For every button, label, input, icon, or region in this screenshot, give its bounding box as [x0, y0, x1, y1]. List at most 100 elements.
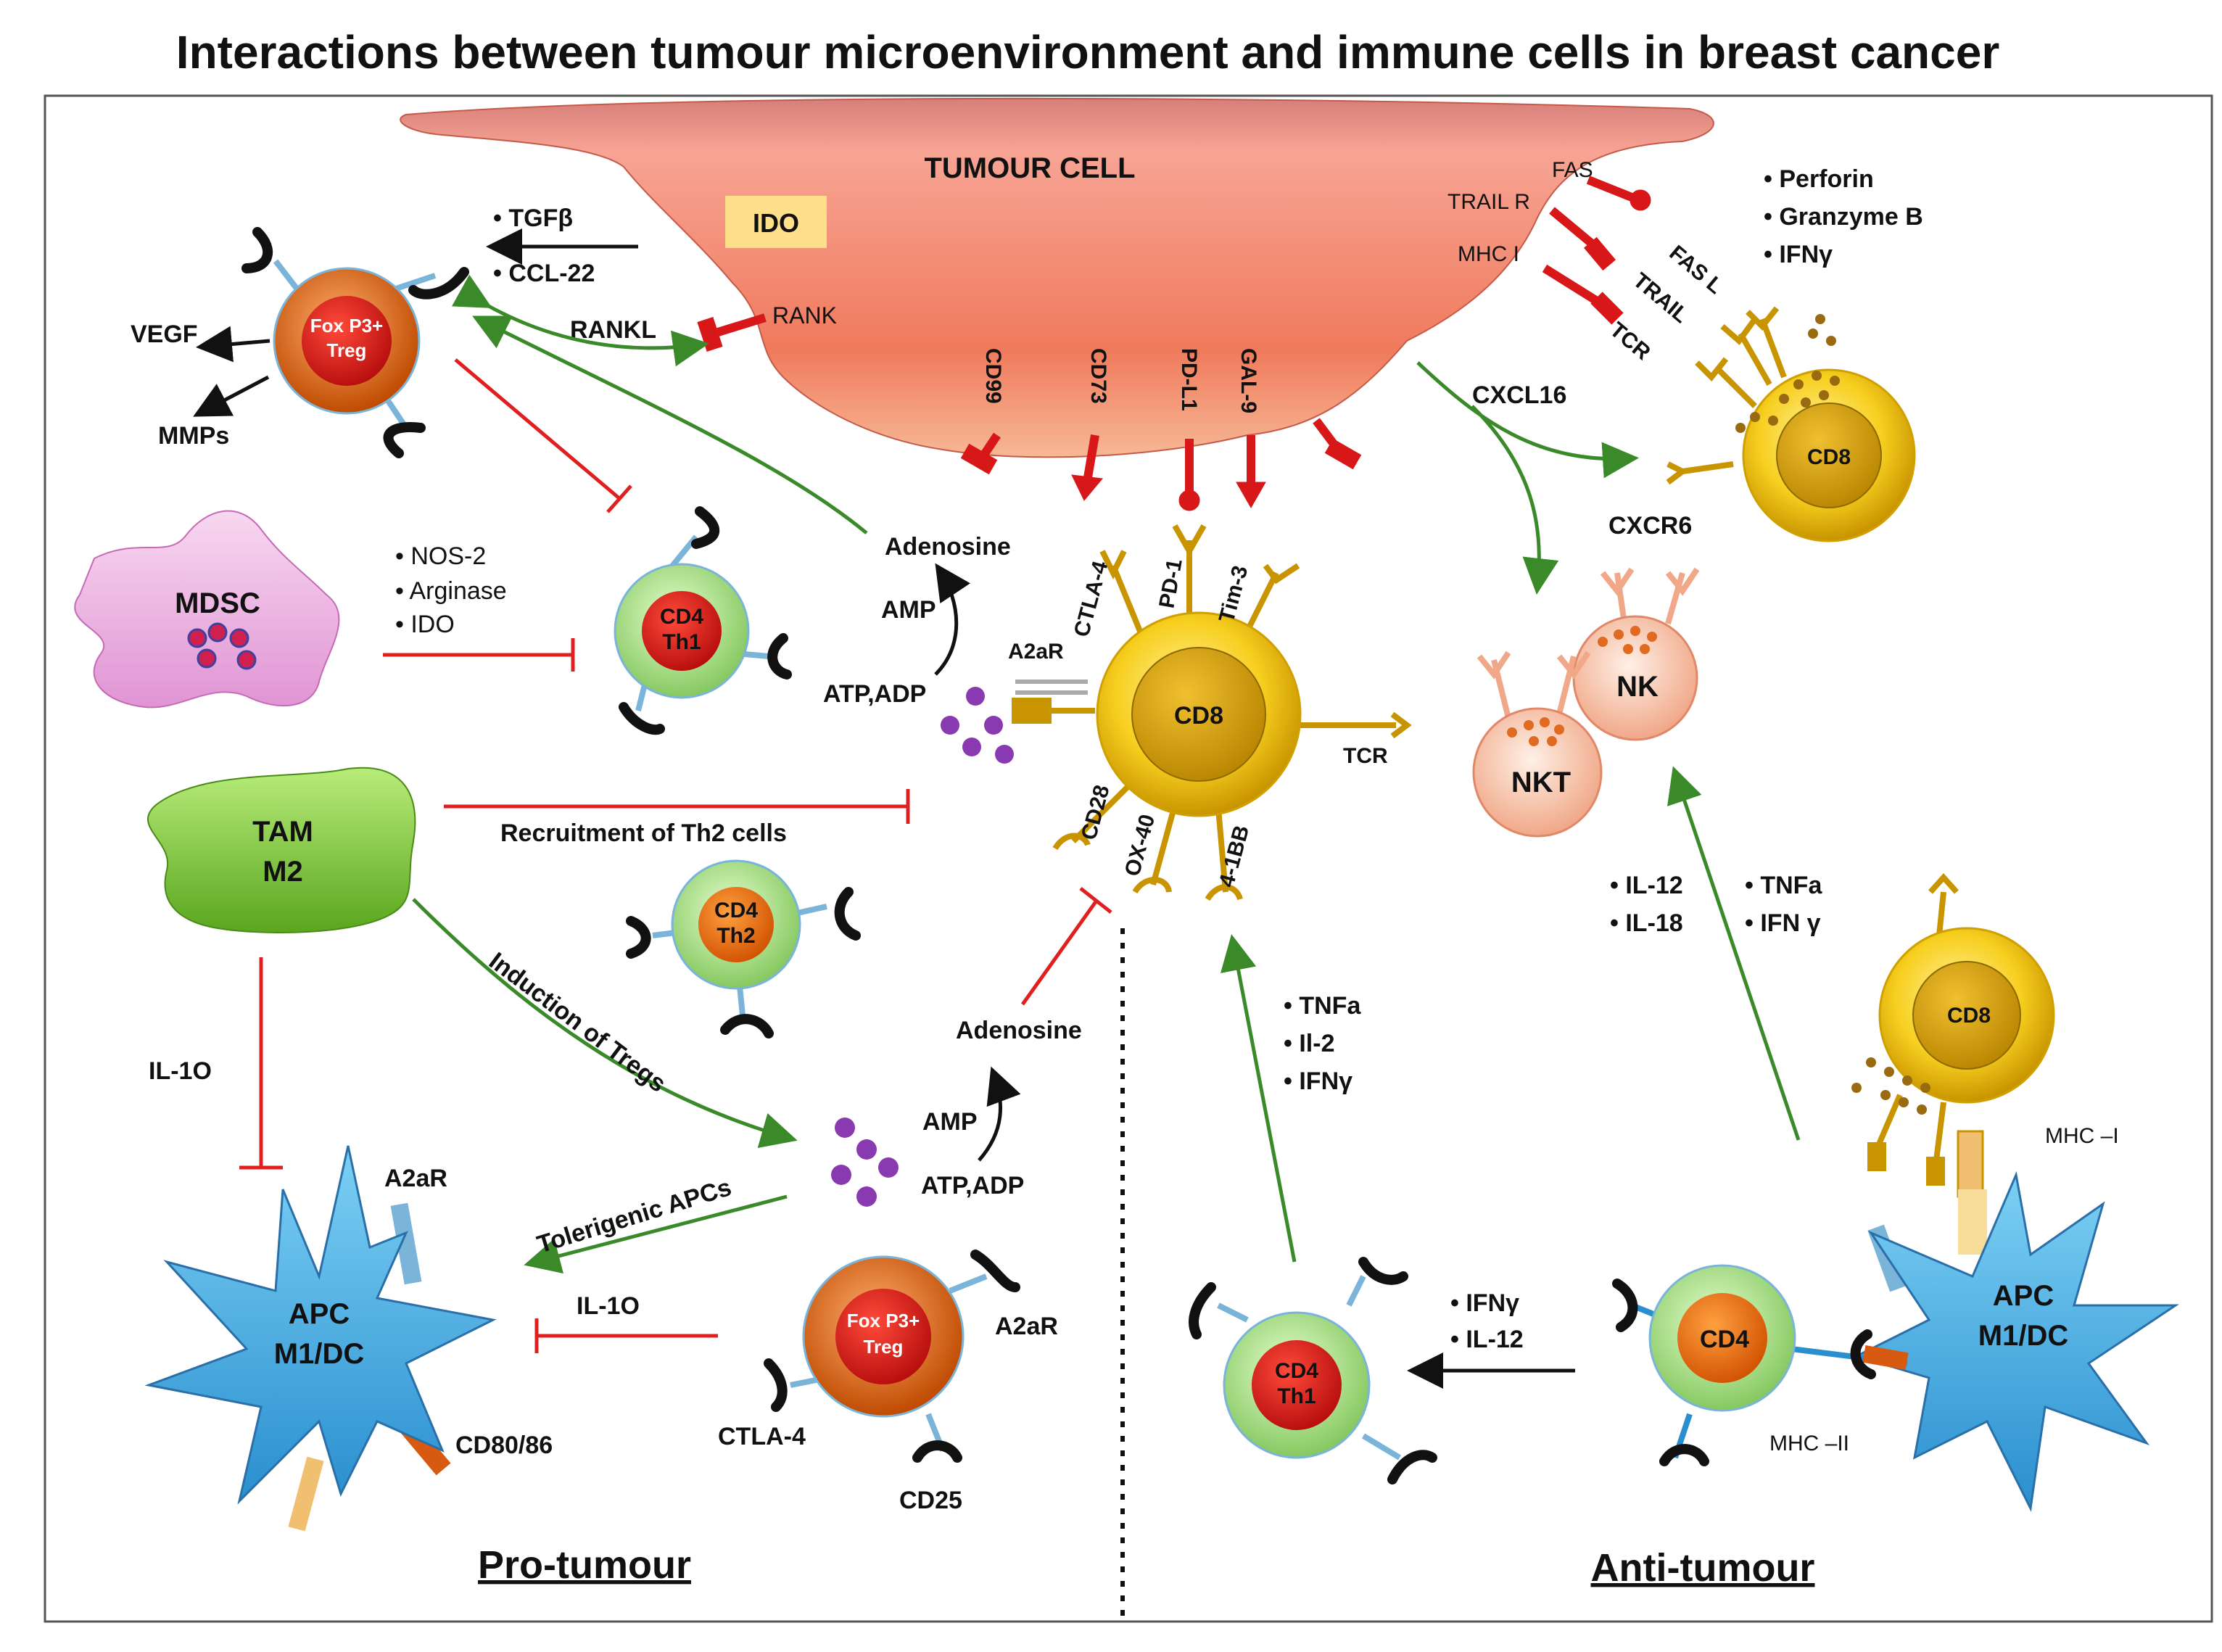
svg-text:• IFNγ: • IFNγ: [1764, 241, 1833, 268]
anti-tumour-label: Anti-tumour: [1591, 1546, 1815, 1590]
tam-cell: TAM M2: [146, 767, 416, 933]
svg-text:• Granzyme B: • Granzyme B: [1764, 203, 1923, 231]
svg-text:• IFN γ: • IFN γ: [1745, 909, 1821, 937]
svg-text:FAS L: FAS L: [1665, 241, 1727, 299]
page-title: Interactions between tumour microenviron…: [176, 26, 1999, 78]
tam-il10-label: IL-1O: [149, 1057, 212, 1085]
cxcr6-label: CXCR6: [1608, 512, 1692, 540]
adenosine-top-label: Adenosine: [885, 533, 1011, 561]
adenosine-bottom-label: Adenosine: [956, 1017, 1082, 1044]
cd99-label: CD99: [981, 348, 1005, 404]
rank-label: RANK: [772, 302, 837, 329]
svg-text:NKT: NKT: [1511, 767, 1571, 798]
induction-tregs-label: Induction of Tregs: [484, 947, 671, 1098]
ido-box: [725, 196, 827, 248]
treg-top-line1: Fox P3+: [310, 315, 383, 336]
svg-text:TCR: TCR: [1343, 744, 1388, 768]
amp-top-label: AMP: [881, 596, 936, 624]
treg-bottom-il10-label: IL-1O: [577, 1292, 640, 1320]
apc-left-cd80: CD80/86: [455, 1432, 553, 1459]
svg-text:CD4: CD4: [1700, 1326, 1749, 1353]
svg-text:• Perforin: • Perforin: [1764, 165, 1874, 193]
cd8-top-right-factors: • Perforin • Granzyme B • IFNγ: [1764, 165, 1923, 268]
ccl22-label: • CCL-22: [493, 260, 595, 287]
svg-text:• NOS-2: • NOS-2: [395, 542, 486, 570]
svg-text:M1/DC: M1/DC: [274, 1338, 364, 1370]
treg-vegf-arrow: [196, 326, 270, 363]
svg-text:NK: NK: [1616, 671, 1659, 703]
apc-right-cell: APC M1/DC: [1853, 1170, 2179, 1512]
svg-text:Treg: Treg: [864, 1336, 904, 1358]
vegf-label: VEGF: [131, 321, 198, 348]
svg-text:• TNFa: • TNFa: [1745, 872, 1822, 899]
cd8-top-right-receptor-labels: FAS L TRAIL TCR: [1606, 241, 1727, 365]
treg-inhibits-th1: [454, 358, 621, 500]
treg-bottom-ctla4: CTLA-4: [718, 1423, 806, 1450]
svg-text:• IFNγ: • IFNγ: [1450, 1289, 1519, 1317]
svg-text:CD8: CD8: [1807, 445, 1851, 469]
svg-text:CTLA-4: CTLA-4: [1070, 558, 1113, 640]
cd4-th2-cell: CD4 Th2: [626, 859, 861, 1038]
adenosine-to-treg-arrow: [472, 315, 868, 534]
tumour-receptors: [697, 175, 1651, 511]
pro-tumour-label: Pro-tumour: [478, 1543, 691, 1587]
treg-bottom-cell: Fox P3+ Treg: [764, 1250, 1020, 1463]
treg-top-line2: Treg: [327, 339, 367, 361]
svg-text:CD4: CD4: [1275, 1359, 1318, 1383]
svg-text:APC: APC: [1993, 1280, 2054, 1312]
svg-text:• Il-2: • Il-2: [1284, 1030, 1334, 1057]
mdsc-cell: MDSC: [74, 510, 340, 709]
svg-text:OX-40: OX-40: [1120, 812, 1160, 879]
svg-text:Th1: Th1: [662, 630, 701, 654]
gal-9-label: GAL-9: [1236, 348, 1260, 413]
apc-left-cell: APC M1/DC: [144, 1145, 497, 1532]
svg-text:Th2: Th2: [716, 924, 755, 948]
il-center-list: • TNFa • Il-2 • IFNγ: [1284, 992, 1361, 1095]
mdsc-label: MDSC: [175, 587, 260, 619]
svg-text:A2aR: A2aR: [1008, 640, 1064, 664]
diagram-frame: [44, 94, 2213, 1623]
cxcl16-to-nk-arrow: [1471, 405, 1559, 595]
adenosine-bottom-dots: [831, 1118, 899, 1207]
svg-text:CD8: CD8: [1947, 1004, 1991, 1028]
il-right-b-list: • TNFa • IFN γ: [1745, 872, 1822, 937]
atp-to-adenosine-top: [934, 563, 970, 676]
tumour-label: TUMOUR CELL: [924, 152, 1135, 184]
cd4-th1-right-cell: CD4 Th1: [1189, 1257, 1437, 1484]
tumour-cell: TUMOUR CELL IDO RANK FAS TRAIL R MHC I: [400, 97, 1714, 458]
cd8-top-right-cell: CD8: [1666, 306, 1916, 542]
svg-text:CD4: CD4: [660, 605, 703, 629]
adenosine-inhibits-cd8: [1020, 899, 1099, 1006]
tumour-ligand-labels: CD99 CD73 PD-L1 GAL-9: [981, 348, 1260, 413]
svg-text:TCR: TCR: [1606, 318, 1656, 365]
svg-text:• IL-12: • IL-12: [1610, 872, 1683, 899]
treg-top-cell: Fox P3+ Treg: [241, 227, 469, 458]
svg-text:TRAIL: TRAIL: [1629, 268, 1693, 328]
svg-text:• TNFa: • TNFa: [1284, 992, 1361, 1020]
svg-text:CD4: CD4: [714, 899, 758, 922]
svg-text:TAM: TAM: [252, 816, 313, 848]
tgfb-label: • TGFβ: [493, 205, 573, 232]
il-right-a-list: • IL-12 • IL-18: [1610, 872, 1683, 937]
cd8-center-cell: CD8: [941, 524, 1412, 901]
treg-bottom-cd25: CD25: [899, 1487, 962, 1514]
pd-l1-label: PD-L1: [1177, 348, 1201, 411]
ifn-il12-list: • IFNγ • IL-12: [1450, 1289, 1524, 1353]
recruit-th2-label: Recruitment of Th2 cells: [500, 819, 787, 847]
cd4-th1-left-cell: CD4 Th1: [614, 506, 792, 735]
svg-text:APC: APC: [289, 1298, 350, 1330]
cd73-label: CD73: [1086, 348, 1110, 404]
atp-bottom-label: ATP,ADP: [921, 1172, 1024, 1199]
apc-to-nk-arrow: [1667, 766, 1801, 1141]
svg-text:CD8: CD8: [1174, 702, 1223, 730]
th1-to-cd8-arrow: [1221, 934, 1297, 1263]
mmps-label: MMPs: [158, 422, 229, 450]
tolerigenic-label: Tolerigenic APCs: [534, 1173, 735, 1259]
svg-text:• IL-12: • IL-12: [1450, 1326, 1524, 1353]
trail-r-label: TRAIL R: [1447, 190, 1530, 214]
atp-top-label: ATP,ADP: [823, 680, 926, 708]
svg-text:• Arginase: • Arginase: [395, 577, 507, 605]
mhc1-label: MHC –I: [2045, 1124, 2119, 1148]
svg-text:• IL-18: • IL-18: [1610, 909, 1683, 937]
svg-text:CD28: CD28: [1077, 782, 1115, 843]
